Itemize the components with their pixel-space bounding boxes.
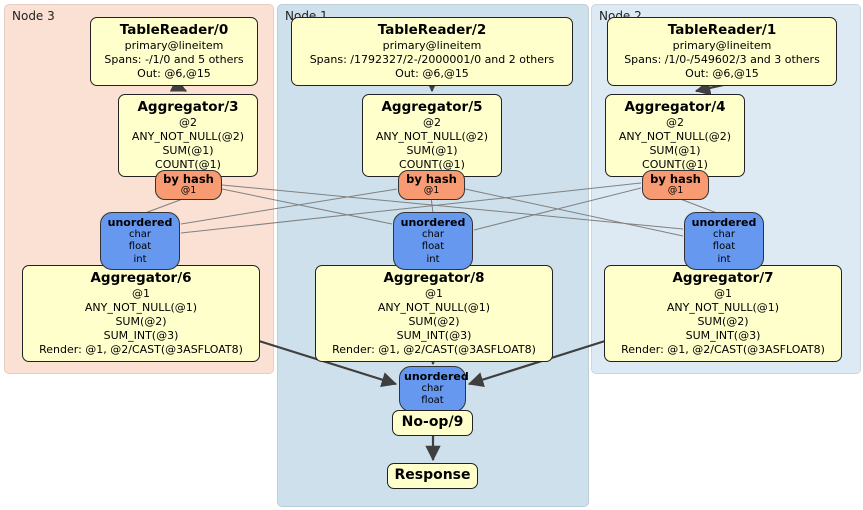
processor-detail: Render: @1, @2/CAST(@3ASFLOAT8) — [621, 342, 825, 356]
processor-detail: @1 — [132, 286, 150, 300]
processor-detail: Out: @6,@15 — [137, 66, 211, 80]
router-key: @1 — [667, 185, 684, 197]
router-label: by hash — [650, 172, 701, 186]
processor-tablereader-0: TableReader/0 primary@lineitem Spans: -/… — [90, 17, 258, 86]
sync-label: unordered — [404, 370, 469, 383]
sync-type: int — [717, 253, 731, 265]
processor-title: TableReader/1 — [667, 22, 777, 38]
unordered-sync-node2: unordered char float int — [684, 212, 764, 270]
sync-type: int — [426, 253, 440, 265]
processor-detail: SUM_INT(@3) — [103, 328, 179, 342]
processor-aggregator-7: Aggregator/7 @1 ANY_NOT_NULL(@1) SUM(@2)… — [604, 265, 842, 362]
processor-detail: Spans: -/1/0 and 5 others — [104, 52, 244, 66]
processor-detail: ANY_NOT_NULL(@1) — [84, 300, 198, 314]
processor-detail: @1 — [425, 286, 443, 300]
processor-title: Aggregator/3 — [137, 99, 239, 115]
processor-noop-9: No-op/9 — [392, 410, 473, 436]
processor-title: Aggregator/6 — [90, 270, 192, 286]
router-label: by hash — [163, 172, 214, 186]
processor-detail: COUNT(@1) — [155, 157, 221, 171]
processor-detail: Out: @6,@15 — [685, 66, 759, 80]
processor-detail: primary@lineitem — [672, 38, 772, 52]
processor-detail: SUM(@1) — [649, 143, 701, 157]
processor-title: No-op/9 — [401, 414, 464, 430]
processor-title: TableReader/2 — [377, 22, 487, 38]
hash-router-node1: by hash @1 — [398, 170, 465, 201]
processor-detail: @2 — [179, 115, 197, 129]
sync-type: int — [133, 253, 147, 265]
processor-aggregator-3: Aggregator/3 @2 ANY_NOT_NULL(@2) SUM(@1)… — [118, 94, 258, 177]
processor-detail: Spans: /1/0-/549602/3 and 3 others — [624, 52, 820, 66]
processor-detail: SUM(@2) — [697, 314, 749, 328]
router-key: @1 — [423, 185, 440, 197]
sync-type: char — [128, 229, 152, 241]
sync-label: unordered — [400, 216, 466, 229]
router-label: by hash — [406, 172, 457, 186]
processor-aggregator-8: Aggregator/8 @1 ANY_NOT_NULL(@1) SUM(@2)… — [315, 265, 553, 362]
unordered-sync-node1: unordered char float int — [393, 212, 473, 270]
response-node: Response — [387, 463, 478, 489]
processor-tablereader-1: TableReader/1 primary@lineitem Spans: /1… — [607, 17, 837, 86]
processor-detail: Spans: /1792327/2-/2000001/0 and 2 other… — [309, 52, 555, 66]
processor-aggregator-6: Aggregator/6 @1 ANY_NOT_NULL(@1) SUM(@2)… — [22, 265, 260, 362]
processor-detail: primary@lineitem — [382, 38, 482, 52]
processor-title: Aggregator/7 — [672, 270, 774, 286]
processor-detail: SUM(@2) — [408, 314, 460, 328]
processor-tablereader-2: TableReader/2 primary@lineitem Spans: /1… — [291, 17, 573, 86]
processor-detail: Render: @1, @2/CAST(@3ASFLOAT8) — [39, 342, 243, 356]
processor-title: Aggregator/5 — [381, 99, 483, 115]
processor-detail: ANY_NOT_NULL(@1) — [377, 300, 491, 314]
hash-router-node2: by hash @1 — [642, 170, 709, 201]
processor-detail: SUM_INT(@3) — [396, 328, 472, 342]
processor-title: Aggregator/4 — [624, 99, 726, 115]
processor-detail: primary@lineitem — [124, 38, 224, 52]
processor-detail: @2 — [666, 115, 684, 129]
sync-label: unordered — [107, 216, 173, 229]
processor-title: Response — [394, 467, 471, 483]
processor-detail: ANY_NOT_NULL(@2) — [375, 129, 489, 143]
sync-type: char — [421, 229, 445, 241]
processor-detail: SUM(@1) — [162, 143, 214, 157]
sync-type: char — [712, 229, 736, 241]
processor-detail: COUNT(@1) — [399, 157, 465, 171]
processor-detail: ANY_NOT_NULL(@1) — [666, 300, 780, 314]
router-key: @1 — [180, 185, 197, 197]
sync-type: char — [421, 383, 444, 395]
unordered-sync-final: unordered char float — [399, 366, 469, 412]
processor-detail: Render: @1, @2/CAST(@3ASFLOAT8) — [332, 342, 536, 356]
sync-type: float — [128, 241, 152, 253]
sync-type: float — [421, 241, 445, 253]
hash-router-node3: by hash @1 — [155, 170, 222, 201]
processor-detail: SUM(@1) — [406, 143, 458, 157]
processor-detail: Out: @6,@15 — [395, 66, 469, 80]
processor-title: TableReader/0 — [119, 22, 229, 38]
sync-type: float — [421, 395, 444, 407]
processor-aggregator-5: Aggregator/5 @2 ANY_NOT_NULL(@2) SUM(@1)… — [362, 94, 502, 177]
processor-title: Aggregator/8 — [383, 270, 485, 286]
sync-label: unordered — [691, 216, 757, 229]
processor-detail: SUM(@2) — [115, 314, 167, 328]
processor-detail: SUM_INT(@3) — [685, 328, 761, 342]
panel-label: Node 3 — [12, 9, 55, 23]
processor-detail: ANY_NOT_NULL(@2) — [618, 129, 732, 143]
processor-detail: COUNT(@1) — [642, 157, 708, 171]
sync-type: float — [712, 241, 736, 253]
processor-aggregator-4: Aggregator/4 @2 ANY_NOT_NULL(@2) SUM(@1)… — [605, 94, 745, 177]
processor-detail: @2 — [423, 115, 441, 129]
processor-detail: @1 — [714, 286, 732, 300]
processor-detail: ANY_NOT_NULL(@2) — [131, 129, 245, 143]
unordered-sync-node3: unordered char float int — [100, 212, 180, 270]
